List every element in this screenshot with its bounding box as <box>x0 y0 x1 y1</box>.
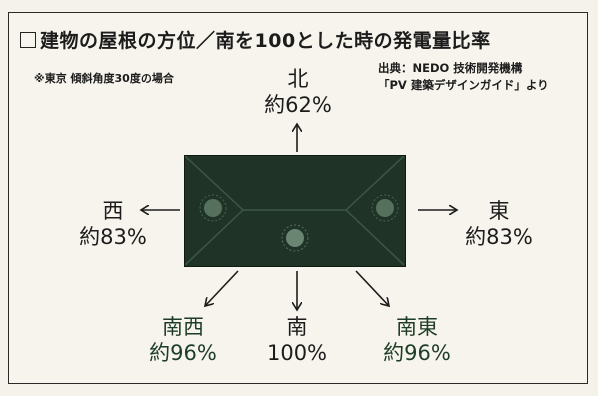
label-southwest: 南西 約96% <box>128 314 238 366</box>
roof-illustration <box>184 155 406 267</box>
direction-name-southeast: 南東 <box>396 315 438 339</box>
direction-value-southwest: 約96% <box>149 341 217 365</box>
direction-value-south: 100% <box>266 341 328 365</box>
condition-note: ※東京 傾斜角度30度の場合 <box>34 72 174 85</box>
source-line-1: 出典：NEDO 技術開発機構 <box>378 61 523 75</box>
sun-icon-west <box>199 194 227 222</box>
sun-icon-south <box>281 224 309 252</box>
source-citation: 出典：NEDO 技術開発機構 「PV 建築デザインガイド」より <box>378 60 549 94</box>
direction-value-north: 約62% <box>264 93 332 117</box>
title-text: 建物の屋根の方位／南を100とした時の発電量比率 <box>40 30 491 52</box>
label-southeast: 南東 約96% <box>362 314 472 366</box>
label-south: 南 100% <box>247 314 347 366</box>
diagram-title: 建物の屋根の方位／南を100とした時の発電量比率 <box>20 26 491 53</box>
title-checkbox-icon <box>20 32 36 48</box>
source-line-2: 「PV 建築デザインガイド」より <box>378 78 549 92</box>
label-north: 北 約62% <box>248 66 348 118</box>
direction-name-west: 西 <box>102 199 124 223</box>
direction-name-southwest: 南西 <box>162 315 204 339</box>
direction-name-east: 東 <box>488 199 510 223</box>
direction-value-southeast: 約96% <box>383 341 451 365</box>
direction-name-south: 南 <box>286 315 308 339</box>
arrow-southwest <box>205 270 239 306</box>
roof-texture <box>184 155 405 266</box>
direction-value-east: 約83% <box>465 225 533 249</box>
label-west: 西 約83% <box>58 198 168 250</box>
label-east: 東 約83% <box>444 198 554 250</box>
sun-icon-east <box>371 194 399 222</box>
direction-value-west: 約83% <box>79 225 147 249</box>
arrow-southeast <box>355 270 389 306</box>
direction-name-north: 北 <box>287 67 309 91</box>
